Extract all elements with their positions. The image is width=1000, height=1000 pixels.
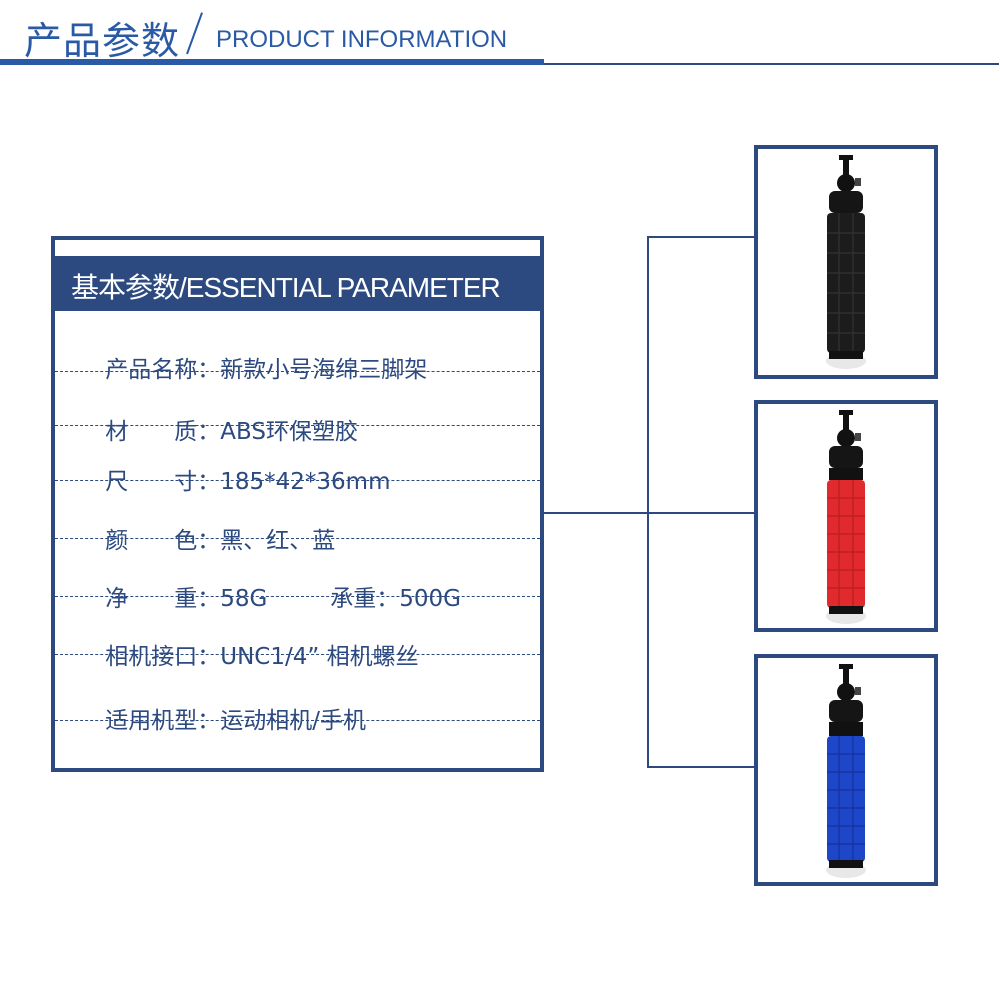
header-underline-thin (544, 63, 999, 65)
param-label: 颜 色： (105, 528, 221, 554)
parameter-table-title: 基本参数/ESSENTIAL PARAMETER (55, 256, 540, 311)
param-value: 黑、红、蓝 (220, 528, 336, 554)
header-title-en: PRODUCT INFORMATION (216, 26, 508, 53)
connector-line-top (647, 236, 754, 238)
param-value: 185*42*36mm (220, 469, 391, 495)
connector-line-vertical (647, 236, 649, 767)
param-value: ABS环保塑胶 (220, 419, 358, 445)
param-row-weight: 净 重：58G 承重：500G (55, 539, 540, 612)
header-title-cn: 产品参数 (24, 19, 181, 63)
connector-line-main (544, 512, 754, 514)
param-value: 运动相机/手机 (220, 708, 366, 734)
parameter-table: 基本参数/ESSENTIAL PARAMETER 产品名称：新款小号海绵三脚架 … (51, 236, 544, 772)
param-extra-value: 500G (399, 586, 461, 612)
param-row-product-name: 产品名称：新款小号海绵三脚架 (55, 324, 540, 383)
tripod-blue-icon (826, 664, 866, 878)
header-divider-slash (186, 12, 203, 55)
tripod-red-icon (826, 410, 866, 624)
header-underline-thick (0, 59, 544, 65)
section-header: 产品参数 PRODUCT INFORMATION (0, 0, 1000, 70)
param-label: 材 质： (105, 419, 221, 445)
param-label: 相机接口： (105, 644, 221, 670)
connector-line-bottom (647, 766, 754, 768)
param-row-material: 材 质：ABS环保塑胶 (55, 372, 540, 445)
param-label: 尺 寸： (105, 469, 221, 495)
param-value: UNC1/4” 相机螺丝 (220, 644, 419, 670)
product-image-red (754, 400, 938, 632)
product-image-black (754, 145, 938, 379)
param-extra-label: 承重： (330, 586, 400, 612)
param-value: 58G (220, 586, 268, 612)
param-value: 新款小号海绵三脚架 (220, 357, 428, 383)
param-row-color: 颜 色：黑、红、蓝 (55, 481, 540, 554)
tripod-black-icon (826, 155, 866, 369)
param-label: 净 重： (105, 586, 221, 612)
param-label: 产品名称： (105, 357, 221, 383)
param-row-camera-mount: 相机接口：UNC1/4” 相机螺丝 (55, 597, 540, 670)
product-image-blue (754, 654, 938, 886)
param-row-compatible: 适用机型：运动相机/手机 (55, 655, 540, 734)
param-row-size: 尺 寸：185*42*36mm (55, 426, 540, 495)
param-label: 适用机型： (105, 708, 221, 734)
